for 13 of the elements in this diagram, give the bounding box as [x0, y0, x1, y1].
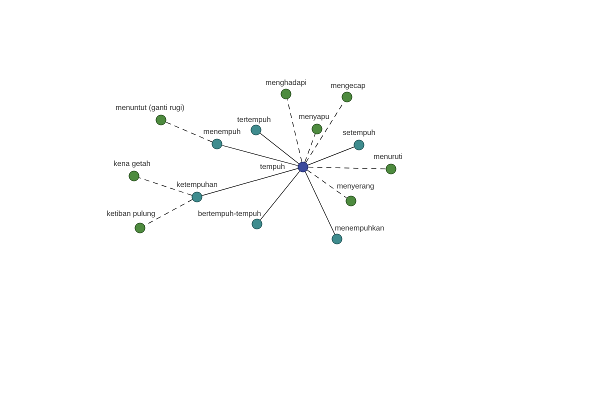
dashed-line: [286, 98, 302, 162]
dashed-line: [304, 134, 316, 162]
line: [260, 132, 300, 164]
line: [308, 146, 354, 166]
line: [202, 168, 298, 196]
line: [222, 145, 298, 166]
dashed-line: [308, 166, 386, 170]
dashed-line: [144, 199, 193, 226]
dashed-line: [307, 170, 347, 198]
dashed-line: [166, 122, 212, 142]
line: [304, 172, 336, 235]
dashed-line: [138, 177, 192, 196]
line: [260, 170, 300, 220]
